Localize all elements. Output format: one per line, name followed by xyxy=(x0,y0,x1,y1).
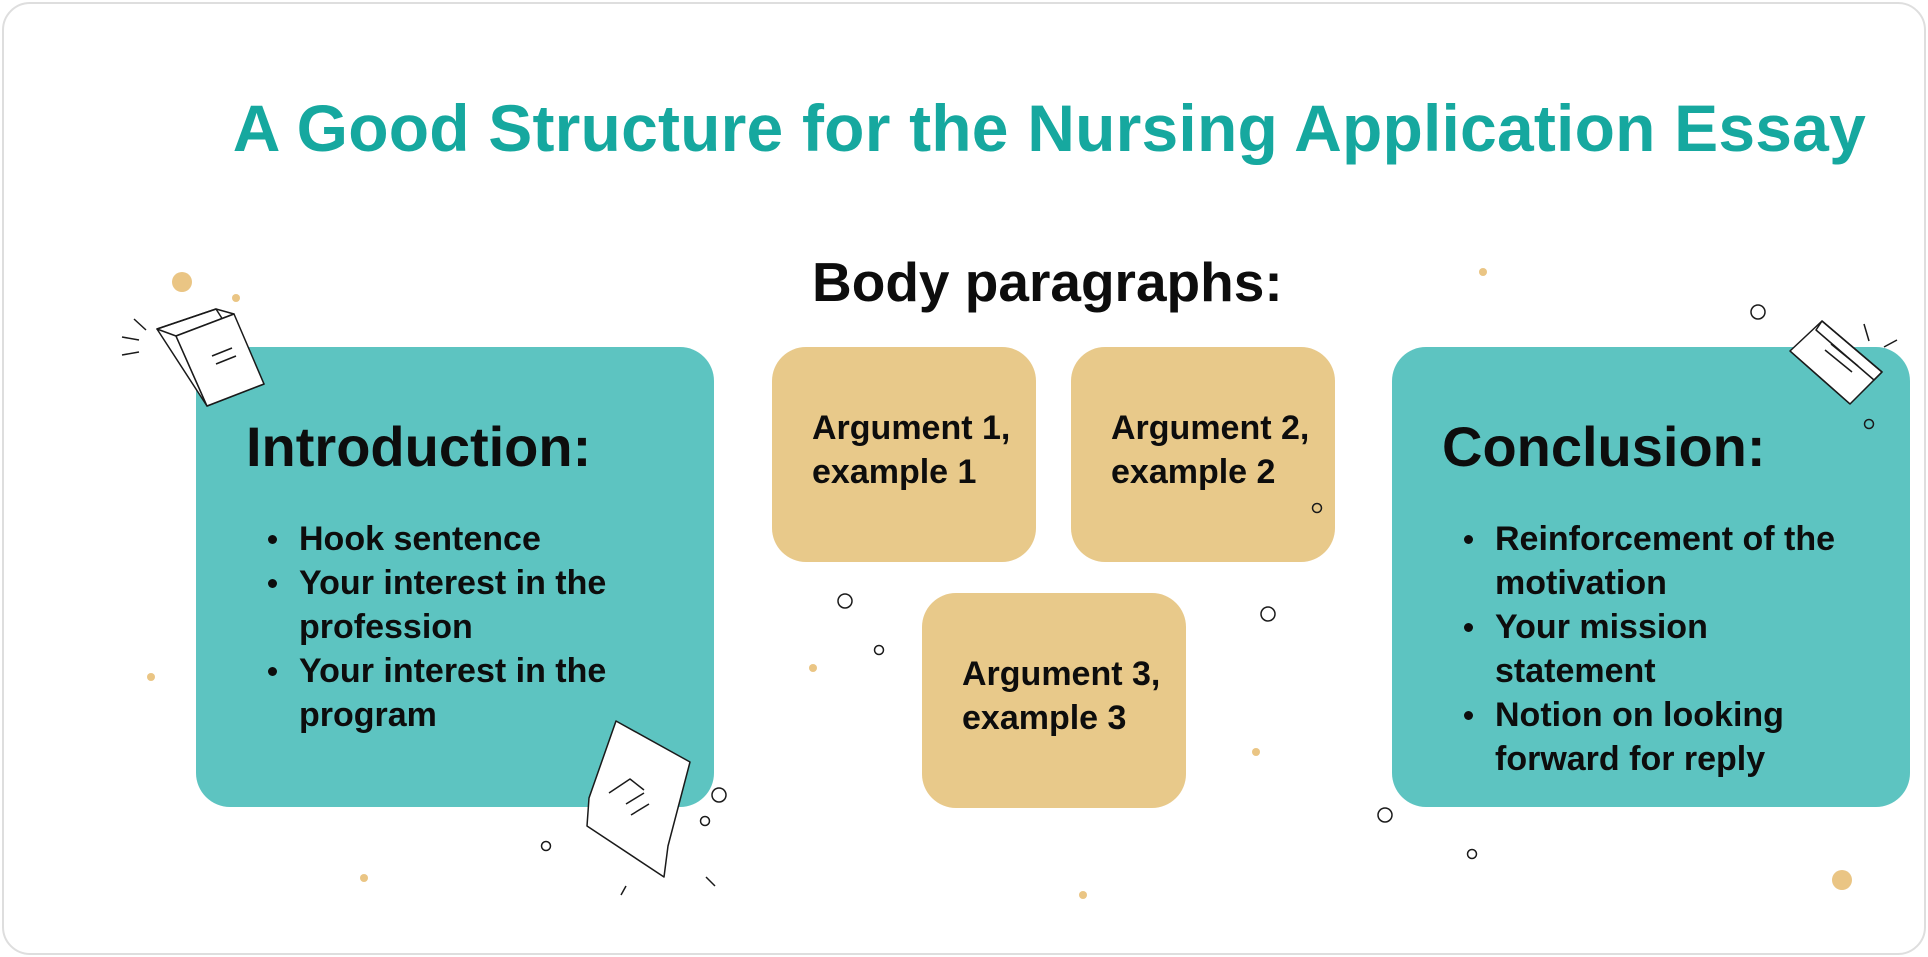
conclusion-item: Reinforcement of the motivation xyxy=(1464,517,1855,605)
decorative-ring xyxy=(711,787,727,803)
envelope-icon xyxy=(1789,320,1898,405)
decorative-ring xyxy=(1750,304,1766,320)
decorative-dot xyxy=(1479,268,1487,276)
decorative-dot xyxy=(232,294,240,302)
introduction-item: Hook sentence xyxy=(268,517,659,561)
paper-sheet-icon xyxy=(586,720,716,896)
decorative-ring xyxy=(540,840,552,852)
argument-3-label: Argument 3, example 3 xyxy=(962,655,1161,737)
argument-3-card: Argument 3, example 3 xyxy=(922,593,1186,808)
argument-2-label: Argument 2, example 2 xyxy=(1111,409,1310,491)
introduction-item: Your interest in the profession xyxy=(268,561,659,649)
decorative-dot xyxy=(1252,748,1260,756)
decoration-layer xyxy=(121,268,1898,899)
decorative-ring xyxy=(873,644,885,656)
decorative-dot xyxy=(1832,870,1852,890)
decorative-ring xyxy=(699,815,711,827)
decorative-ring xyxy=(1863,418,1875,430)
conclusion-card: Conclusion: Reinforcement of the motivat… xyxy=(1392,347,1910,807)
argument-1-card: Argument 1, example 1 xyxy=(772,347,1036,562)
decorative-dot xyxy=(147,673,155,681)
decorative-dot xyxy=(1079,891,1087,899)
conclusion-item: Notion on looking forward for reply xyxy=(1464,693,1855,781)
conclusion-item: Your mission statement xyxy=(1464,605,1855,693)
page-title: A Good Structure for the Nursing Applica… xyxy=(232,91,1866,165)
decorative-ring xyxy=(1260,606,1276,622)
argument-2-card: Argument 2, example 2 xyxy=(1071,347,1335,562)
decorative-ring xyxy=(1311,502,1323,514)
conclusion-heading: Conclusion: xyxy=(1442,415,1766,478)
introduction-heading: Introduction: xyxy=(246,415,592,478)
decorative-rings xyxy=(540,304,1875,860)
decorative-dot xyxy=(809,664,817,672)
introduction-item: Your interest in the program xyxy=(268,649,659,737)
introduction-list: Hook sentence Your interest in the profe… xyxy=(268,517,659,737)
argument-1-label: Argument 1, example 1 xyxy=(812,409,1011,491)
conclusion-list: Reinforcement of the motivation Your mis… xyxy=(1464,517,1855,781)
book-icon xyxy=(121,308,265,407)
decorative-dots xyxy=(147,268,1852,899)
decorative-ring xyxy=(1377,807,1393,823)
decorative-ring xyxy=(1466,848,1478,860)
body-paragraphs-heading: Body paragraphs: xyxy=(812,251,1283,313)
decorative-dot xyxy=(172,272,192,292)
decorative-ring xyxy=(837,593,853,609)
decorative-dot xyxy=(360,874,368,882)
